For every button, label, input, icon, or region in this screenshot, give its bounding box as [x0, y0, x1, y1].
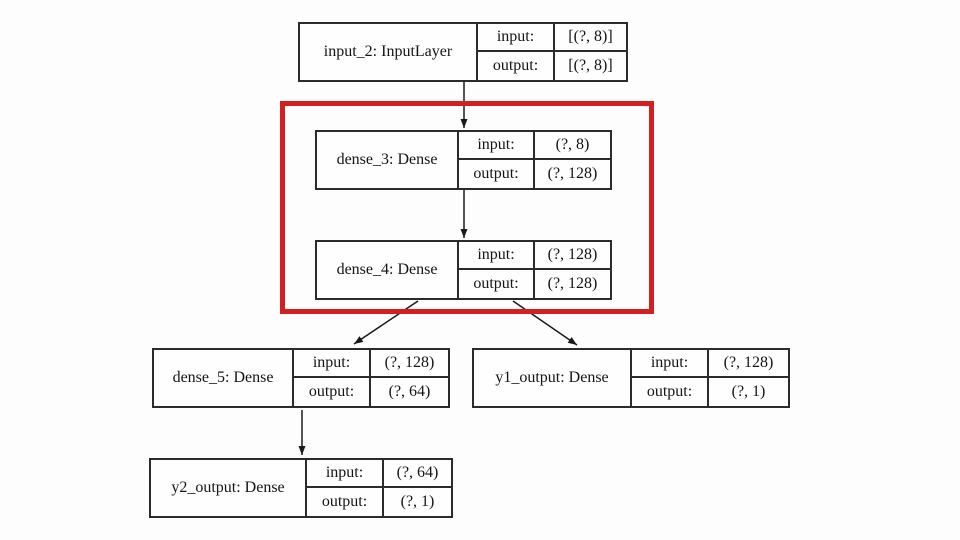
node-y1-output-input-shape: (?, 128) — [709, 350, 788, 378]
node-dense-5-output-label: output: — [294, 378, 371, 406]
node-y1-output-output-label: output: — [632, 378, 709, 406]
node-dense-5-output-shape: (?, 64) — [388, 383, 431, 400]
node-input-2-title: input_2: InputLayer — [300, 24, 478, 80]
node-y2-output-input-shape: (?, 64) — [384, 460, 451, 488]
node-y1-output: y1_output: Dense input: (?, 128) output:… — [472, 348, 790, 408]
node-dense-4: dense_4: Dense input: (?, 128) output: (… — [315, 240, 612, 300]
node-dense-3-output-shape: (?, 128) — [547, 165, 598, 182]
node-dense-3-input-shape: (?, 8) — [535, 132, 610, 160]
edge-dense4-to-y1output — [512, 300, 578, 346]
node-dense-3-output-label: output: — [459, 160, 535, 188]
node-input-2: input_2: InputLayer input: [(?, 8)] outp… — [298, 22, 628, 82]
node-dense-5-input-shape: (?, 128) — [371, 350, 448, 378]
edge-dense4-to-dense5 — [353, 300, 419, 345]
node-y1-output-title: y1_output: Dense — [474, 350, 632, 406]
node-input-2-output-shape: [(?, 8)] — [568, 57, 613, 74]
node-dense-4-output-label: output: — [459, 270, 535, 298]
node-y1-output-input-label: input: — [632, 350, 709, 378]
node-input-2-input-shape: [(?, 8)] — [555, 24, 626, 52]
node-y2-output-output-shape: (?, 1) — [400, 493, 435, 510]
node-dense-5: dense_5: Dense input: (?, 128) output: (… — [152, 348, 450, 408]
node-dense-4-output-shape: (?, 128) — [547, 275, 598, 292]
node-input-2-input-label: input: — [478, 24, 555, 52]
node-dense-5-input-label: input: — [294, 350, 371, 378]
node-dense-4-input-shape: (?, 128) — [535, 242, 610, 270]
node-input-2-output-label: output: — [478, 52, 555, 80]
node-dense-4-title: dense_4: Dense — [317, 242, 459, 298]
node-dense-5-title: dense_5: Dense — [154, 350, 294, 406]
node-dense-3-input-label: input: — [459, 132, 535, 160]
node-y2-output: y2_output: Dense input: (?, 64) output: … — [149, 458, 453, 518]
node-dense-3: dense_3: Dense input: (?, 8) output: (?,… — [315, 130, 612, 190]
node-y2-output-title: y2_output: Dense — [151, 460, 307, 516]
node-y2-output-output-label: output: — [307, 488, 384, 516]
node-y2-output-input-label: input: — [307, 460, 384, 488]
node-dense-4-input-label: input: — [459, 242, 535, 270]
node-y1-output-output-shape: (?, 1) — [731, 383, 766, 400]
node-dense-3-title: dense_3: Dense — [317, 132, 459, 188]
